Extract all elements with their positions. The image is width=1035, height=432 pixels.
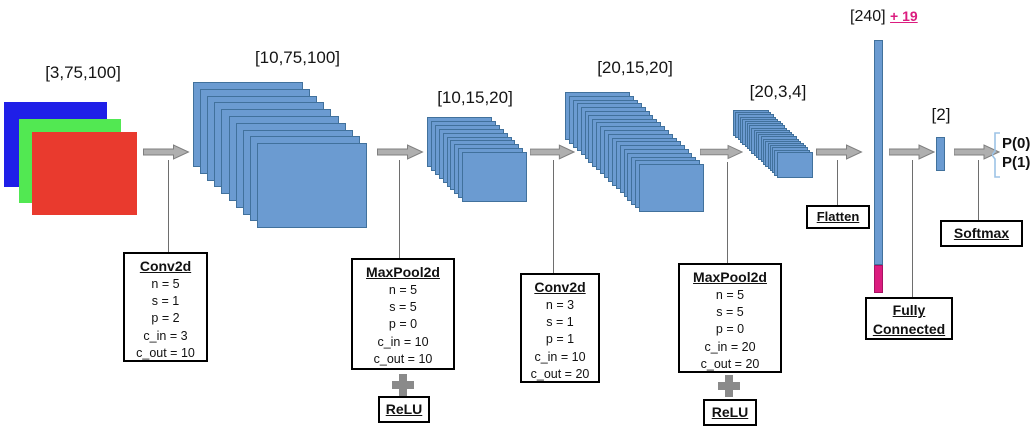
relu2-box: ReLU <box>703 399 757 426</box>
conv1-output-shape-label: [10,75,100] <box>254 48 341 67</box>
connector-conv2 <box>553 160 554 273</box>
flatten-vector-bar <box>874 40 883 265</box>
pool1-output-shape-label: [10,15,20] <box>437 88 513 107</box>
probability-output-1: P(1) <box>1002 154 1031 171</box>
input-channel-red <box>32 132 137 215</box>
conv2-output-shape-label: [20,15,20] <box>597 58 673 77</box>
conv2-title: Conv2d <box>534 279 586 295</box>
pool1-title: MaxPool2d <box>366 264 440 280</box>
pool1-params-box: MaxPool2d n = 5 s = 5 p = 0 c_in = 10 c_… <box>351 258 455 370</box>
arrow-fully-connected <box>889 144 935 160</box>
appended-features-bar <box>874 265 883 293</box>
flatten-vector-labels: [240] + 19 <box>850 8 918 26</box>
appended-features-label: + 19 <box>890 8 918 24</box>
conv1-title: Conv2d <box>139 258 192 274</box>
pool2-params-box: MaxPool2d n = 5 s = 5 p = 0 c_in = 20 c_… <box>678 263 782 373</box>
arrow-input-to-conv1 <box>143 144 190 160</box>
connector-pool2 <box>727 162 728 263</box>
connector-fc <box>912 160 913 297</box>
output-brace-icon <box>992 132 1000 178</box>
connector-flatten <box>837 160 838 205</box>
fc-output-bar <box>936 137 945 171</box>
connector-pool1 <box>399 160 400 258</box>
pool2-title: MaxPool2d <box>693 269 767 285</box>
connector-softmax <box>978 160 979 220</box>
conv1-params-box: Conv2d n = 5 s = 1 p = 2 c_in = 3 c_out … <box>123 252 208 362</box>
plus-icon <box>392 374 414 396</box>
probability-output-0: P(0) <box>1002 135 1031 152</box>
fully-connected-box: Fully Connected <box>865 297 953 340</box>
flatten-vector-shape-label: [240] <box>850 8 886 25</box>
relu1-box: ReLU <box>378 396 430 423</box>
fc-output-shape-label: [2] <box>931 105 951 124</box>
arrow-flatten <box>816 144 863 160</box>
softmax-box: Softmax <box>940 220 1023 247</box>
arrow-pool1-to-conv2 <box>530 144 575 160</box>
connector-conv1 <box>168 160 169 252</box>
input-shape-label: [3,75,100] <box>45 63 121 82</box>
arrow-conv1-to-pool1 <box>377 144 424 160</box>
conv2-params-box: Conv2d n = 3 s = 1 p = 1 c_in = 10 c_out… <box>520 273 600 383</box>
flatten-box: Flatten <box>806 205 870 229</box>
arrow-conv2-to-pool2 <box>700 144 743 160</box>
pool2-output-shape-label: [20,3,4] <box>749 82 807 101</box>
plus-icon <box>718 375 740 397</box>
